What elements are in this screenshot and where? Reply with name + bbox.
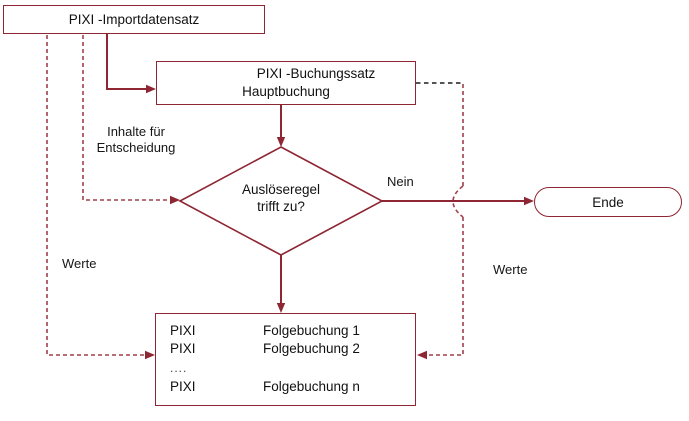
connector-werte-right-dashed-lower [426,217,464,356]
connector-werte-left-dashed [46,35,146,356]
decision-label-line2: trifft zu? [257,199,305,214]
arrowhead-decision-to-folge [276,303,286,313]
node-importdatensatz: PIXI -Importdatensatz [3,5,265,34]
label-nein: Nein [387,174,414,189]
decision-label-line1: Auslöseregel [241,182,321,197]
node-ende: Ende [534,187,682,217]
arrowhead-werte-right [417,350,427,360]
label-werte-left: Werte [62,256,97,271]
label-inhalte-fuer-entscheidung: Inhalte für Entscheidung [86,124,186,156]
folge-row-1: PIXI Folgebuchung 1 [156,322,415,340]
node-buchungssatz-hauptbuchung: PIXI -Buchungssatz Hauptbuchung [156,61,416,105]
folge-row-1-prefix: PIXI [170,323,196,338]
node-ende-label: Ende [592,194,624,210]
folge-row-ellipsis-dots: .... [170,361,188,375]
connector-werte-right-line-hop [452,185,464,218]
decision-diamond-shape [178,146,384,256]
label-inhalte-line1: Inhalte für [107,124,165,139]
arrowhead-import-to-buchung [146,84,156,94]
folge-row-n-prefix: PIXI [170,379,196,394]
arrowhead-werte-left [145,350,155,360]
label-werte-right: Werte [493,262,528,277]
connector-inhalte-dashed [82,35,171,201]
arrowhead-buchung-to-decision [276,137,286,147]
folge-row-2: PIXI Folgebuchung 2 [156,340,415,358]
label-inhalte-line2: Entscheidung [96,140,176,155]
folge-row-n-label: Folgebuchung n [263,379,360,394]
node-buchungssatz-line1: PIXI -Buchungssatz [256,66,376,81]
node-importdatensatz-label: PIXI -Importdatensatz [68,12,200,27]
node-decision-label: Auslöseregel trifft zu? [211,181,351,215]
folge-row-ellipsis: .... [156,358,415,378]
node-folgebuchungen: PIXI Folgebuchung 1 PIXI Folgebuchung 2 … [155,313,416,406]
folge-row-1-label: Folgebuchung 1 [263,323,360,338]
folge-row-2-label: Folgebuchung 2 [263,341,360,356]
folge-row-2-prefix: PIXI [170,341,196,356]
arrowhead-inhalte [170,195,180,205]
connector-import-to-buchung [106,33,147,90]
arrowhead-nein-to-ende [524,196,534,206]
node-buchungssatz-line2: Hauptbuchung [242,84,330,99]
folge-row-n: PIXI Folgebuchung n [156,378,415,396]
